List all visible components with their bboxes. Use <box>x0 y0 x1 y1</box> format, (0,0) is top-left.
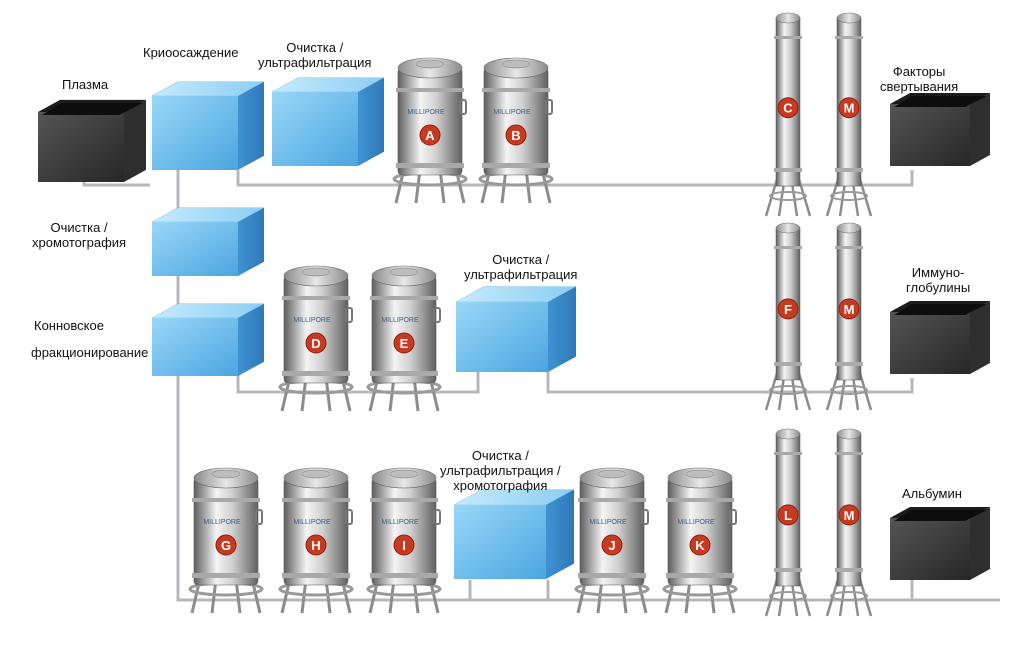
label-cryoprecipitation: Криоосаждение <box>143 45 239 60</box>
cryoprecipitation-box <box>151 81 265 170</box>
coagulation-factors-box <box>890 93 990 166</box>
brand-logo: MILLIPORE <box>203 519 241 526</box>
label-cohn-fractionation-2: фракционирование <box>31 345 149 360</box>
column-badge-c: C <box>777 97 799 119</box>
purification-chromatography-box <box>151 207 265 276</box>
filter-tank: MILLIPORE B <box>478 57 554 204</box>
badge-letter: J <box>608 538 615 553</box>
column-badge-l: L <box>777 504 799 526</box>
tank-badge-d: D <box>305 332 327 354</box>
label-purification-uf-chromatography: Очистка /ультрафильтрация /хромотография <box>440 448 561 493</box>
badge-letter: A <box>425 128 435 143</box>
label-purification-uf-1: Очистка /ультрафильтрация <box>258 40 372 70</box>
tank-badge-g: G <box>215 534 237 556</box>
brand-logo: MILLIPORE <box>677 519 715 526</box>
column-filter: M <box>825 12 873 217</box>
tank-badge-k: K <box>689 534 711 556</box>
plasma-box <box>38 99 146 182</box>
brand-logo: MILLIPORE <box>407 109 445 116</box>
label-immunoglobulins: Иммуно-глобулины <box>906 265 971 295</box>
badge-letter: C <box>783 101 793 116</box>
column-filter: C <box>764 12 812 217</box>
column-badge-m: M <box>838 97 860 119</box>
column-filter: M <box>825 222 873 411</box>
brand-logo: MILLIPORE <box>381 519 419 526</box>
label-purification-uf-2: Очистка /ультрафильтрация <box>464 252 578 282</box>
badge-letter: D <box>311 336 320 351</box>
purification-uf-box-1 <box>271 77 385 166</box>
column-filter: F <box>764 222 812 411</box>
filter-tank: MILLIPORE K <box>662 467 738 614</box>
column-badge-m: M <box>838 504 860 526</box>
badge-letter: G <box>221 538 231 553</box>
column-filter: M <box>825 428 873 617</box>
brand-logo: MILLIPORE <box>493 109 531 116</box>
badge-letter: E <box>400 336 409 351</box>
filter-tank: MILLIPORE D <box>278 265 354 412</box>
tank-badge-j: J <box>601 534 623 556</box>
brand-logo: MILLIPORE <box>381 317 419 324</box>
column-filter: L <box>764 428 812 617</box>
purification-uf-chromatography-box <box>453 489 575 579</box>
badge-letter: M <box>844 508 855 523</box>
label-purification-chromatography: Очистка /хромотография <box>32 220 127 250</box>
badge-letter: F <box>784 302 792 317</box>
column-badge-f: F <box>777 298 799 320</box>
filter-tank: MILLIPORE I <box>366 467 442 614</box>
badge-letter: M <box>844 302 855 317</box>
label-plasma: Плазма <box>62 77 109 92</box>
filter-tank: MILLIPORE A <box>392 57 468 204</box>
filter-tank: MILLIPORE G <box>188 467 264 614</box>
brand-logo: MILLIPORE <box>293 317 331 324</box>
badge-letter: M <box>844 101 855 116</box>
tank-badge-b: B <box>505 124 527 146</box>
filter-tank: MILLIPORE H <box>278 467 354 614</box>
filter-tank: MILLIPORE J <box>574 467 650 614</box>
badge-letter: L <box>784 508 792 523</box>
badge-letter: K <box>695 538 705 553</box>
immunoglobulins-box <box>890 301 990 374</box>
brand-logo: MILLIPORE <box>589 519 627 526</box>
albumin-box <box>890 507 990 580</box>
tank-badge-e: E <box>393 332 415 354</box>
badge-letter: I <box>402 538 406 553</box>
tank-badge-h: H <box>305 534 327 556</box>
tank-badge-i: I <box>393 534 415 556</box>
filter-tank: MILLIPORE E <box>366 265 442 412</box>
label-cohn-fractionation-1: Конновское <box>34 318 104 333</box>
purification-uf-box-2 <box>455 286 577 372</box>
brand-logo: MILLIPORE <box>293 519 331 526</box>
label-albumin: Альбумин <box>902 486 962 501</box>
cohn-fractionation-box <box>151 303 265 376</box>
badge-letter: B <box>511 128 520 143</box>
badge-letter: H <box>311 538 320 553</box>
column-badge-m: M <box>838 298 860 320</box>
tank-badge-a: A <box>419 124 441 146</box>
